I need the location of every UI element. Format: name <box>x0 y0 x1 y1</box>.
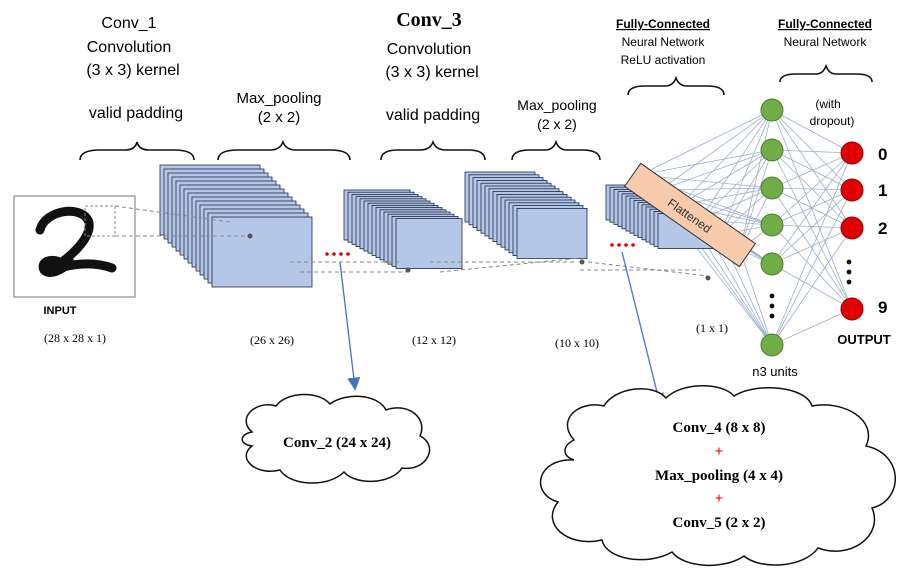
fc-connection-line <box>639 149 773 176</box>
conv1-dims: (26 x 26) <box>250 333 294 347</box>
neuron-vertical-dots <box>769 259 852 319</box>
right-cloud-line-2: Max_pooling (4 x 4) <box>655 468 783 484</box>
fc-connection-line <box>739 149 773 251</box>
fc1-activation: ReLU activation <box>621 53 706 67</box>
fc-connection-line <box>771 227 853 265</box>
fc-connection-line <box>771 152 853 265</box>
pool1-dims: (12 x 12) <box>412 333 456 347</box>
output-digit-1: 1 <box>878 181 887 200</box>
fc-connection-line <box>659 149 773 191</box>
pool1-name: Max_pooling <box>236 90 321 107</box>
fc-connection-line <box>719 149 773 236</box>
pool1-kernel: (2 x 2) <box>258 109 301 126</box>
fc1-title: Fully-Connected <box>616 17 710 31</box>
conv1-padding: valid padding <box>89 105 183 122</box>
red-ellipsis-dots <box>325 243 635 256</box>
fc-connection-line <box>771 109 853 191</box>
right-cloud-plus-1: + <box>715 444 724 460</box>
fc-connection-line <box>639 109 773 176</box>
output-neuron <box>840 141 864 165</box>
fc-connection-line <box>771 149 853 191</box>
conv1-map <box>211 216 313 288</box>
fc1-subtitle: Neural Network <box>622 35 706 49</box>
conv3-dims: (10 x 10) <box>555 336 599 350</box>
braces <box>79 63 873 161</box>
conv3-op: Convolution <box>387 41 472 58</box>
conv1-op: Convolution <box>87 39 172 56</box>
hidden-neuron <box>760 333 784 357</box>
conv1-name: Conv_1 <box>101 15 156 32</box>
fc-connection-line <box>771 189 853 265</box>
left-cloud <box>241 393 431 484</box>
output-neuron <box>840 297 864 321</box>
fc-connection-line <box>771 189 853 226</box>
fc-connection-line <box>699 109 773 221</box>
right-cloud-plus-2: + <box>715 491 724 507</box>
conv3-kernel: (3 x 3) kernel <box>385 64 478 81</box>
hidden-neuron <box>760 252 784 276</box>
input-dims: (28 x 28 x 1) <box>44 331 106 345</box>
pool2-kernel: (2 x 2) <box>537 116 577 132</box>
fc-connection-line <box>739 249 773 346</box>
output-neuron <box>840 216 864 240</box>
fc-connection-line <box>771 308 853 346</box>
focus-points <box>247 233 711 281</box>
output-label: OUTPUT <box>837 332 891 347</box>
conv3-padding: valid padding <box>386 107 480 124</box>
pool1-map <box>395 218 463 270</box>
flattened-layer: Flattened <box>623 162 757 268</box>
right-cloud <box>539 385 896 566</box>
output-neuron <box>840 178 864 202</box>
fc-connection-line <box>771 109 853 229</box>
fc-connection-line <box>771 109 853 310</box>
hidden-neuron <box>760 138 784 162</box>
output-neurons <box>840 141 864 321</box>
output-digit-9: 9 <box>878 298 887 317</box>
left-cloud-text: Conv_2 (24 x 24) <box>283 435 391 451</box>
fc2-note-line2: dropout) <box>810 114 855 128</box>
conv1-feature-maps <box>159 164 313 288</box>
projection-lines <box>114 205 709 277</box>
conv3-name: Conv_3 <box>396 9 462 31</box>
output-digit-2: 2 <box>878 219 887 238</box>
fc-connection-line <box>771 152 853 226</box>
right-cloud-line-3: Conv_5 (2 x 2) <box>673 515 766 531</box>
fc-connection-line <box>771 227 853 346</box>
input-label: INPUT <box>44 305 77 317</box>
fc-connection-line <box>679 149 773 206</box>
hidden-neurons <box>760 98 784 357</box>
flattened-dims: (1 x 1) <box>696 321 728 335</box>
pool2-name: Max_pooling <box>517 97 596 113</box>
right-cloud-line-1: Conv_4 (8 x 8) <box>673 420 766 436</box>
input-image <box>13 195 136 298</box>
conv3-map <box>516 207 588 259</box>
fc-connection-line <box>771 152 853 346</box>
fc-connection-line <box>719 109 773 236</box>
hidden-neuron <box>760 98 784 122</box>
fc2-subtitle: Neural Network <box>784 35 868 49</box>
arrow-to-left-cloud <box>339 261 361 391</box>
fc-connection-line <box>771 149 853 154</box>
hidden-neuron <box>760 176 784 200</box>
fc-connection-line <box>771 152 853 189</box>
conv3-feature-maps <box>464 171 588 259</box>
fc2-note-line1: (with <box>815 97 840 111</box>
fc2-title: Fully-Connected <box>778 17 872 31</box>
conv1-kernel: (3 x 3) kernel <box>86 62 179 79</box>
fc-connection-line <box>739 109 773 251</box>
fc1-units: n3 units <box>752 364 798 379</box>
fc-connection-line <box>771 149 853 310</box>
fc-connection-line <box>659 109 773 191</box>
fc-connection-line <box>771 109 853 154</box>
pool1-feature-maps <box>343 189 463 270</box>
hidden-neuron <box>760 213 784 237</box>
fc-connection-line <box>771 189 853 346</box>
arrow-to-right-cloud <box>621 251 664 407</box>
output-digit-0: 0 <box>878 145 887 164</box>
fc-connection-line <box>679 109 773 206</box>
